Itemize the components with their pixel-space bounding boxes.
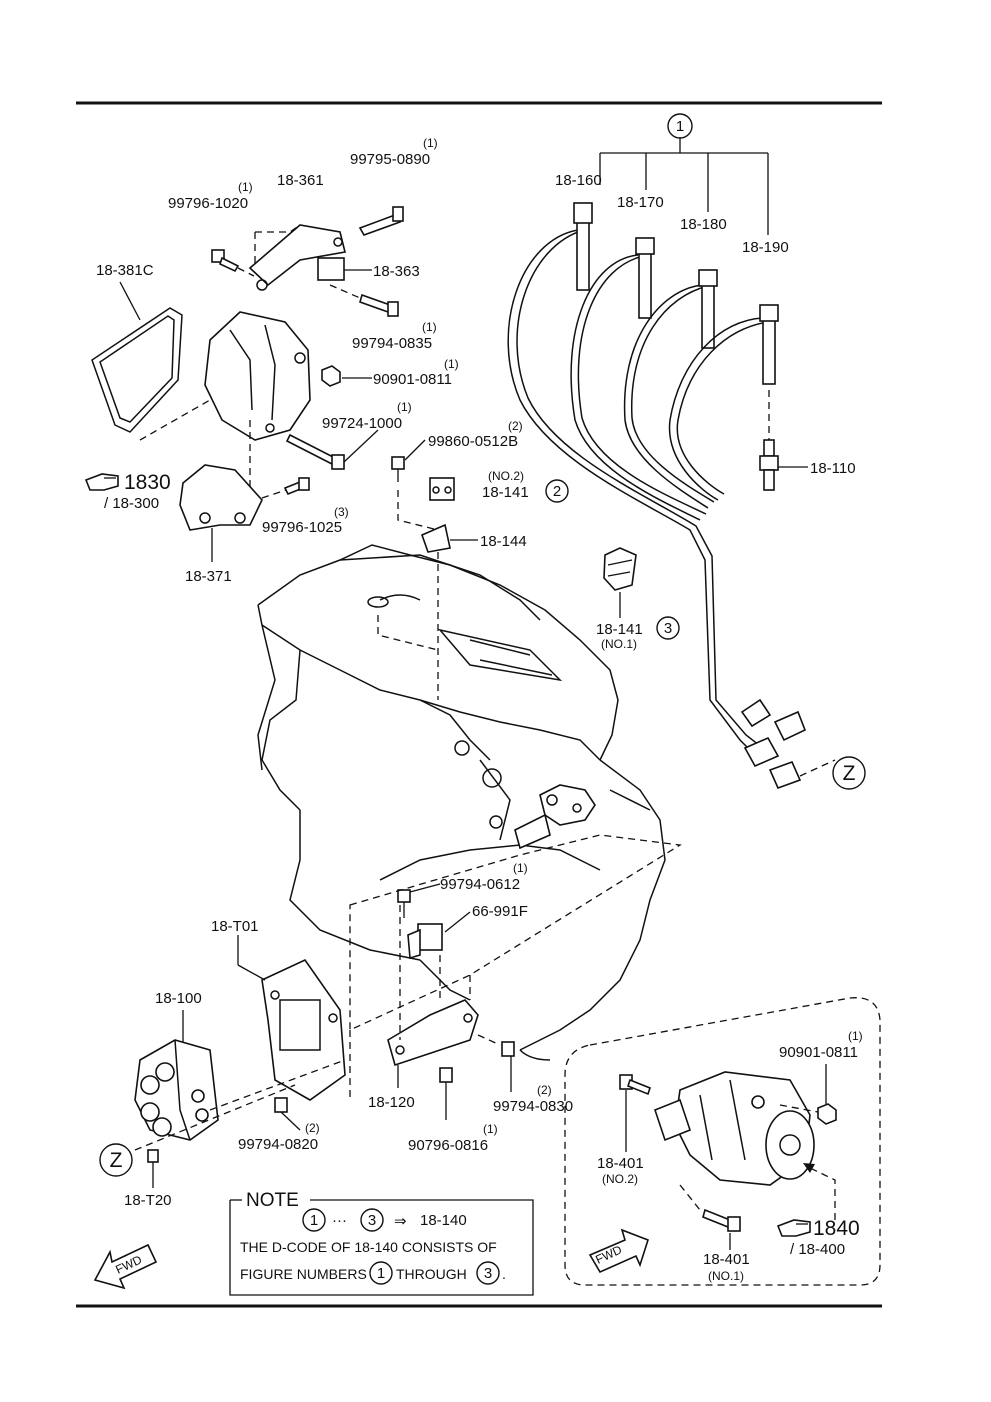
label-18-110: 18-110 [810,460,856,477]
label-99724-1000: 99724-1000 [322,415,402,432]
note-line3-b: THROUGH [396,1266,467,1282]
label-18-401-no2: 18-401 [597,1155,644,1172]
note-line3-a: FIGURE NUMBERS [240,1266,367,1282]
wire-clamps [377,439,637,700]
ref-1840-number: 1840 [813,1217,860,1240]
label-99794-0820: 99794-0820 [238,1136,318,1153]
pointing-hand-icon [84,473,119,491]
ref-1840[interactable]: 1840 / 18-400 [776,1217,860,1258]
sub-18-141-no2: (NO.2) [488,469,524,483]
group-marker-3 [656,616,680,640]
label-18-381c: 18-381C [96,262,154,279]
engine-block [257,544,666,1061]
callout-labels: 18-160 18-170 18-180 18-190 18-110 (1) 9… [96,136,863,1283]
label-99795-0890: 99795-0890 [350,151,430,168]
note-dots: ··· [332,1212,347,1229]
qty-99860-0512b: (2) [508,419,523,433]
label-99796-1020: 99796-1020 [168,195,248,212]
connector-z-top [832,756,866,790]
label-18-401-no1: 18-401 [703,1251,750,1268]
note-line3-from: 1 [377,1265,385,1282]
qty-99795-0890: (1) [423,136,438,150]
label-99794-0830: 99794-0830 [493,1098,573,1115]
qty-99796-1025: (3) [334,505,349,519]
group-marker-2 [545,479,569,503]
label-18-180: 18-180 [680,216,727,233]
ignition-wire-set [507,138,836,790]
label-18-190: 18-190 [742,239,789,256]
spark-plug [759,390,808,491]
note-to: 3 [368,1212,376,1229]
qty-99794-0820: (2) [305,1121,320,1135]
note-line3-to: 3 [484,1265,492,1282]
label-99794-0835: 99794-0835 [352,335,432,352]
label-18-144: 18-144 [480,533,527,550]
label-18-170: 18-170 [617,194,664,211]
fwd-arrow-left: FWD [93,1243,158,1290]
fwd-arrow-right: FWD [588,1228,649,1274]
qty-90901-0811-inset: (1) [848,1029,863,1043]
label-90901-0811-top: 90901-0811 [373,371,452,388]
qty-99794-0612: (1) [513,861,528,875]
note-line2: THE D-CODE OF 18-140 CONSISTS OF [240,1239,497,1255]
group-marker-2-text: 2 [553,483,561,500]
connector-z-bottom-text: Z [110,1149,123,1172]
sub-18-401-no1: (NO.1) [708,1269,744,1283]
qty-90796-0816: (1) [483,1122,498,1136]
label-99794-0612: 99794-0612 [440,876,520,893]
note-arrow: ⇒ [394,1213,407,1230]
note-title: NOTE [246,1190,299,1211]
label-90796-0816: 90796-0816 [408,1137,488,1154]
label-18-120: 18-120 [368,1094,415,1111]
qty-99794-0830: (2) [537,1083,552,1097]
label-18-t01: 18-T01 [211,918,259,935]
label-18-363: 18-363 [373,263,420,280]
pointing-hand-icon [776,1219,811,1237]
label-18-371: 18-371 [185,568,232,585]
label-18-141-no2: 18-141 [482,484,529,501]
sub-18-401-no2: (NO.2) [602,1172,638,1186]
sub-18-141-no1: (NO.1) [601,637,637,651]
group-marker-1 [667,113,693,139]
ref-1830-number: 1830 [124,471,171,494]
alternator-assembly [91,206,404,562]
label-66-991f: 66-991F [472,903,528,920]
qty-99724-1000: (1) [397,400,412,414]
qty-99794-0835: (1) [422,320,437,334]
ref-1830-sub: / 18-300 [104,495,159,512]
group-marker-3-text: 3 [664,620,672,637]
label-18-361: 18-361 [277,172,324,189]
connector-z-bottom [99,1143,133,1177]
label-18-100: 18-100 [155,990,202,1007]
qty-99796-1020: (1) [238,180,253,194]
note-code: 18-140 [420,1212,467,1229]
starter-inset [564,997,881,1286]
label-18-141-no1: 18-141 [596,621,643,638]
note-line3-end: . [502,1266,506,1282]
label-99860-0512b: 99860-0512B [428,433,518,450]
label-90901-0811-inset: 90901-0811 [779,1044,858,1061]
note-from: 1 [310,1212,318,1229]
label-99796-1025: 99796-1025 [262,519,342,536]
connector-z-top-text: Z [843,762,856,785]
group-marker-1-text: 1 [676,118,684,135]
label-18-160: 18-160 [555,172,602,189]
label-18-t20: 18-T20 [124,1192,172,1209]
ignition-coil-assembly [134,834,682,1188]
ref-1830[interactable]: 1830 / 18-300 [84,471,171,512]
qty-90901-0811-top: (1) [444,357,459,371]
ref-1840-sub: / 18-400 [790,1241,845,1258]
note-box: NOTE 1 ··· 3 ⇒ 18-140 THE D-CODE OF 18-1… [229,1190,534,1296]
